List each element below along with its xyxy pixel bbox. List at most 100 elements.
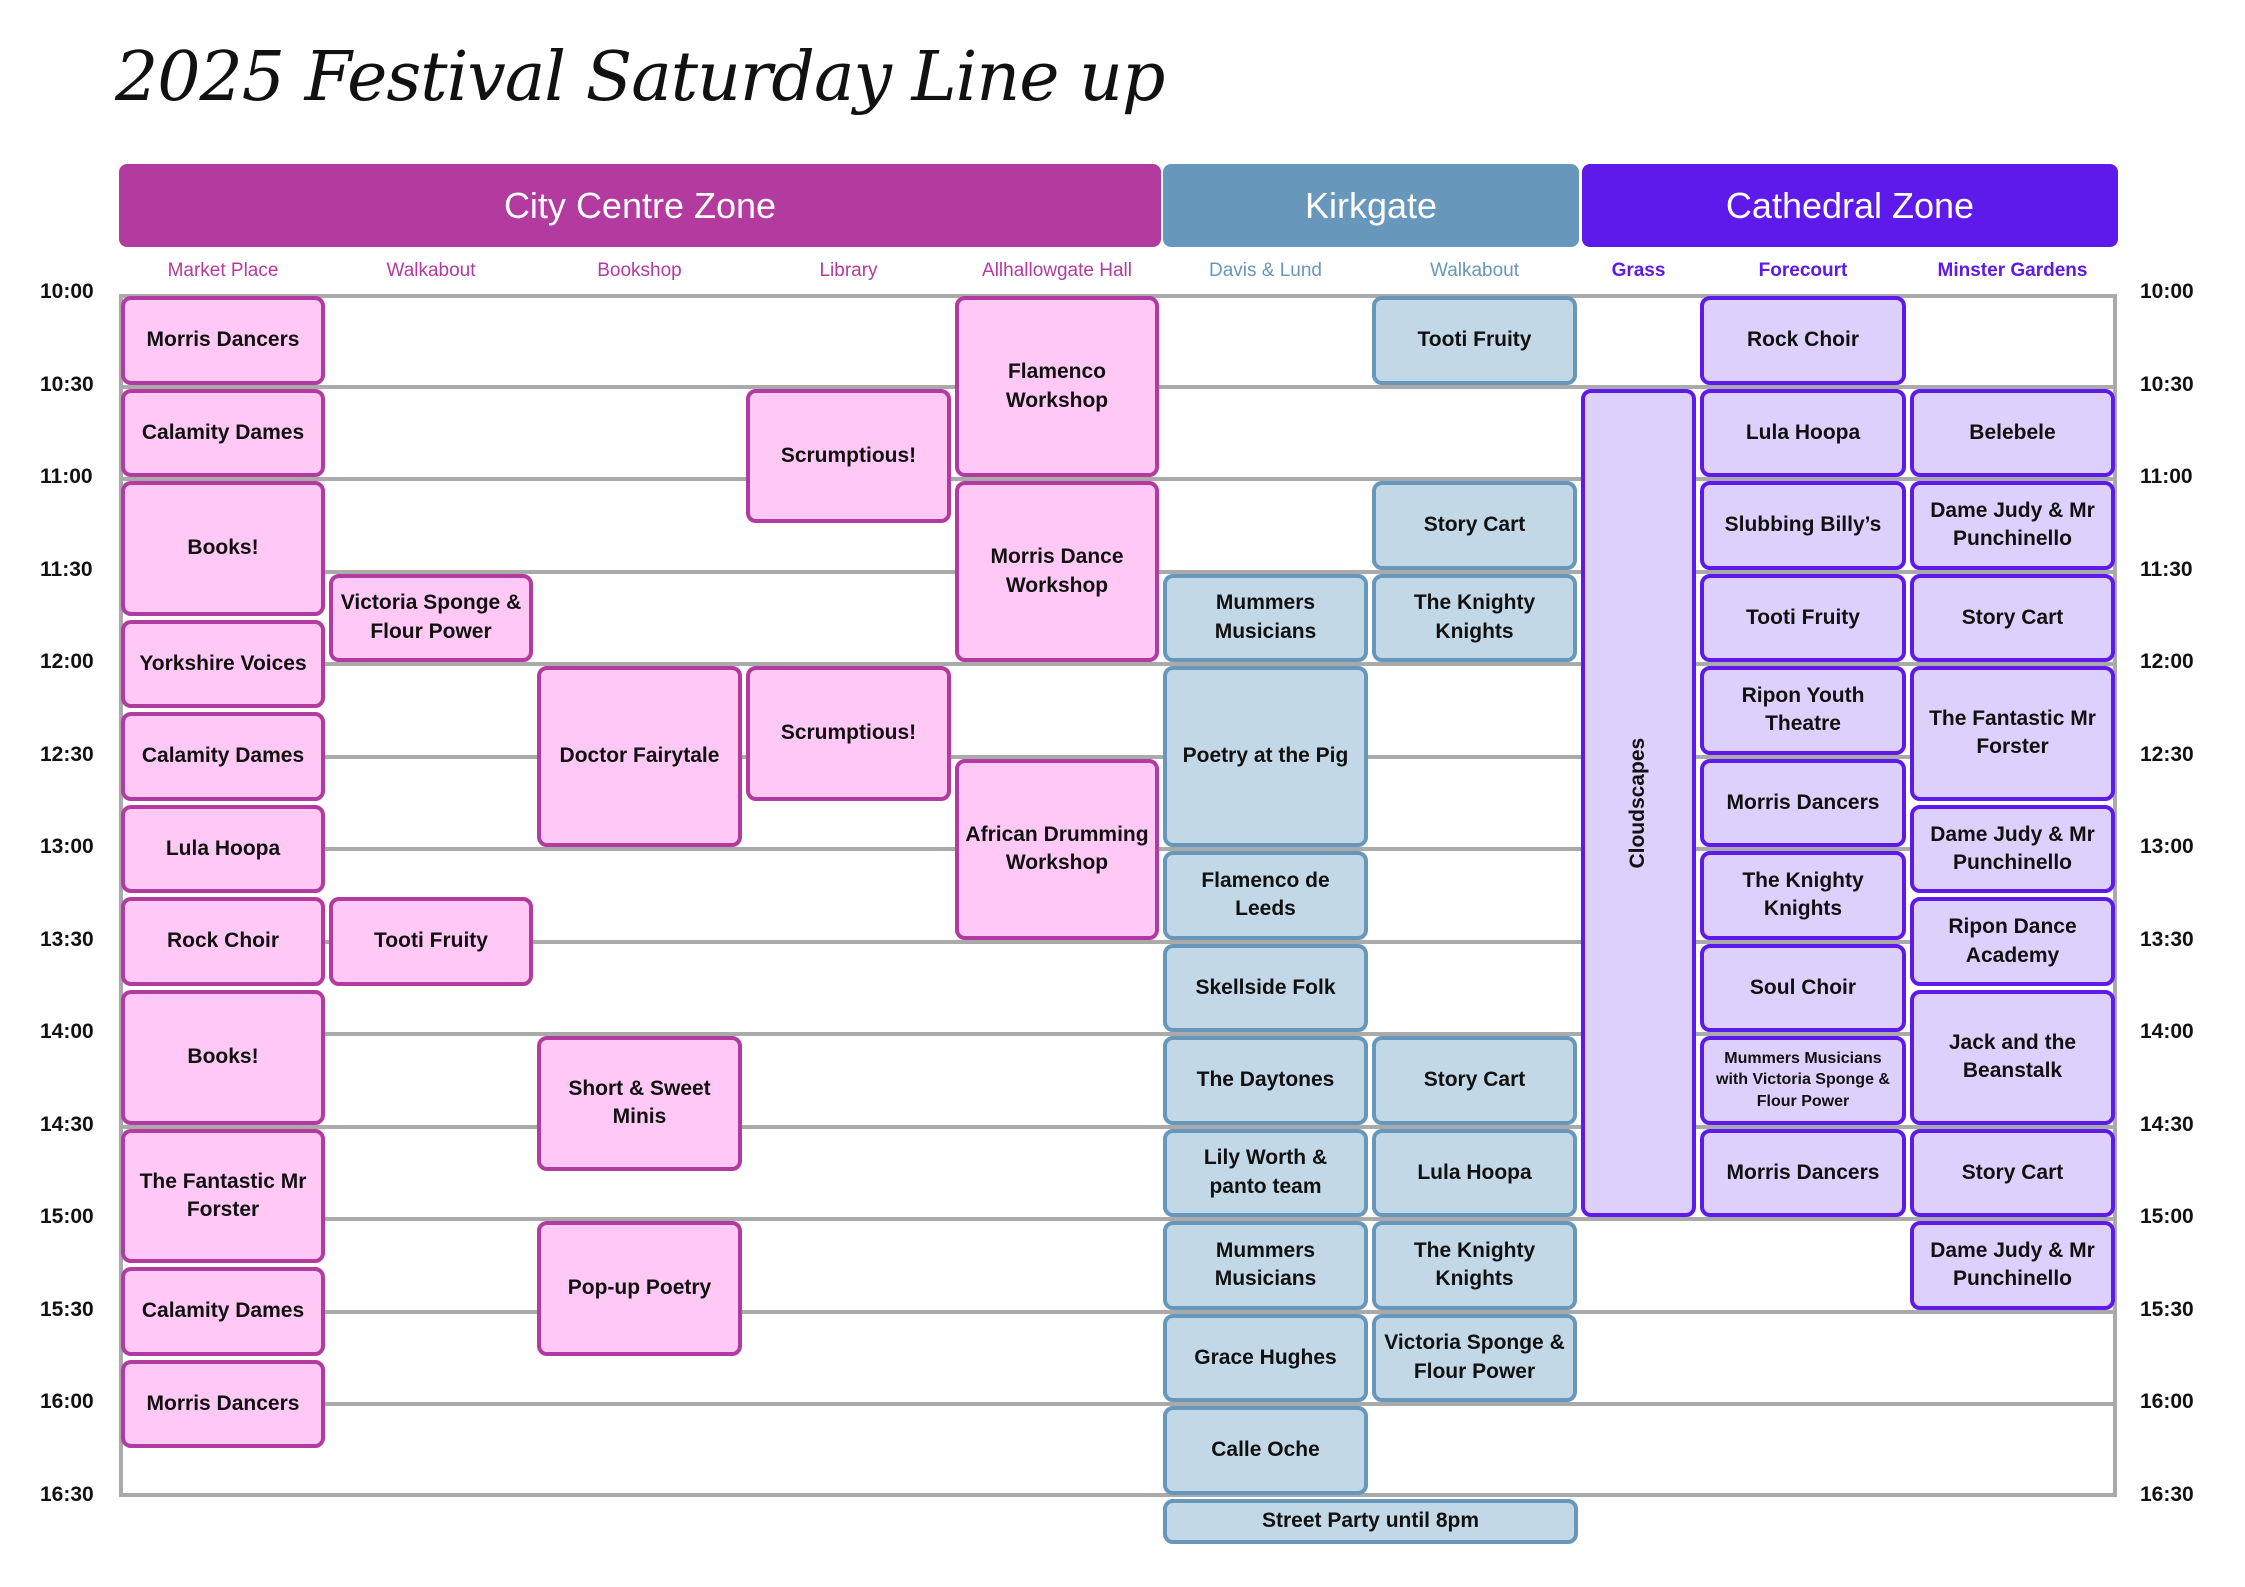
time-label-right: 11:30 — [2140, 557, 2193, 581]
event-block[interactable]: Scrumptious! — [746, 388, 951, 524]
event-name: Story Cart — [1423, 513, 1526, 537]
zone-header-2: Cathedral Zone — [1582, 164, 2118, 247]
grid-line — [119, 1402, 2117, 1406]
event-name: Victoria Sponge & Flour Power — [340, 591, 522, 643]
event-block[interactable]: Pop-up Poetry — [537, 1221, 742, 1356]
time-label-left: 13:30 — [40, 927, 94, 951]
event-block[interactable]: Morris Dancers — [1700, 1128, 1906, 1217]
event-block[interactable]: Dame Judy & Mr Punchinello — [1910, 1221, 2115, 1310]
time-label-right: 10:00 — [2140, 280, 2194, 303]
time-label-left: 15:00 — [40, 1205, 94, 1228]
event-block[interactable]: Grace Hughes — [1163, 1313, 1368, 1402]
event-block[interactable]: The Daytones — [1163, 1036, 1368, 1125]
event-name: The Fantastic Mr Forster — [139, 1169, 307, 1221]
event-name: Yorkshire Voices — [139, 651, 307, 675]
venue-label: Bookshop — [597, 260, 682, 281]
event-block[interactable]: Calamity Dames — [121, 1267, 325, 1356]
event-block[interactable]: Morris Dancers — [121, 296, 325, 385]
event-block[interactable]: Skellside Folk — [1163, 943, 1368, 1032]
event-block[interactable]: Ripon Dance Academy — [1910, 897, 2115, 986]
event-block[interactable]: Doctor Fairytale — [537, 666, 742, 847]
event-block[interactable]: Mummers Musicians — [1163, 573, 1368, 662]
event-block[interactable]: Cloudscapes — [1581, 388, 1696, 1217]
event-name: Tooti Fruity — [1746, 605, 1860, 629]
time-label-right: 12:30 — [2140, 742, 2194, 766]
event-block[interactable]: Dame Judy & Mr Punchinello — [1910, 804, 2115, 894]
event-block[interactable]: Victoria Sponge & Flour Power — [329, 573, 533, 662]
grid-line — [119, 1032, 2117, 1036]
event-name: Poetry at the Pig — [1182, 744, 1349, 768]
event-name: Rock Choir — [166, 929, 279, 953]
event-block[interactable]: The Fantastic Mr Forster — [121, 1128, 325, 1264]
event-block[interactable]: Mummers Musicians with Victoria Sponge &… — [1700, 1036, 1906, 1125]
event-name: Lily Worth & panto team — [1203, 1146, 1328, 1198]
grid-line — [119, 477, 2117, 481]
event-block[interactable]: Yorkshire Voices — [121, 619, 325, 709]
event-block[interactable]: Story Cart — [1372, 481, 1577, 570]
event-name: Grace Hughes — [1194, 1345, 1337, 1369]
event-name: Books! — [187, 536, 259, 560]
event-block[interactable]: Books! — [121, 481, 325, 616]
venue-label: Market Place — [167, 260, 279, 281]
venue-label: Walkabout — [386, 260, 476, 281]
grid-line — [119, 1309, 2117, 1314]
event-block[interactable]: Scrumptious! — [746, 666, 951, 801]
event-block[interactable]: Poetry at the Pig — [1163, 666, 1368, 847]
event-block[interactable]: Jack and the Beanstalk — [1910, 989, 2115, 1125]
event-block[interactable]: Story Cart — [1910, 573, 2115, 662]
event-block[interactable]: The Knighty Knights — [1372, 1221, 1577, 1310]
event-block[interactable]: Mummers Musicians — [1163, 1221, 1368, 1310]
event-block[interactable]: Dame Judy & Mr Punchinello — [1910, 481, 2115, 570]
event-block[interactable]: The Knighty Knights — [1372, 573, 1577, 662]
time-label-left: 12:00 — [40, 650, 94, 673]
time-label-right: 14:00 — [2140, 1020, 2194, 1043]
event-name: The Knighty Knights — [1413, 1238, 1536, 1291]
event-block[interactable]: The Fantastic Mr Forster — [1910, 666, 2115, 801]
event-name: Flamenco Workshop — [1005, 360, 1109, 412]
event-name: African Drumming Workshop — [965, 822, 1149, 874]
time-label-right: 13:00 — [2140, 835, 2194, 858]
event-block[interactable]: Story Cart — [1372, 1036, 1577, 1125]
event-block[interactable]: Ripon Youth Theatre — [1700, 666, 1906, 755]
event-block[interactable]: Victoria Sponge & Flour Power — [1372, 1313, 1577, 1402]
event-block[interactable]: Lula Hoopa — [121, 804, 325, 894]
event-name: Victoria Sponge & Flour Power — [1384, 1331, 1565, 1383]
zone-header-0: City Centre Zone — [119, 164, 1161, 247]
event-block[interactable]: Slubbing Billy’s — [1700, 481, 1906, 570]
event-name: Calamity Dames — [141, 1299, 305, 1323]
event-block[interactable]: Tooti Fruity — [329, 897, 533, 986]
event-block[interactable]: Morris Dance Workshop — [955, 481, 1159, 662]
event-block[interactable]: Calle Oche — [1163, 1406, 1368, 1495]
event-block[interactable]: Flamenco Workshop — [955, 296, 1159, 477]
street-party-block[interactable]: Street Party until 8pm — [1163, 1499, 1578, 1544]
event-block[interactable]: Short & Sweet Minis — [537, 1036, 742, 1171]
event-name: Books! — [187, 1044, 259, 1068]
event-name: The Knighty Knights — [1742, 868, 1864, 921]
event-block[interactable]: Soul Choir — [1700, 943, 1906, 1032]
time-label-left: 10:00 — [40, 280, 94, 303]
event-block[interactable]: Tooti Fruity — [1700, 573, 1906, 662]
event-name: Soul Choir — [1749, 975, 1857, 999]
event-name: Flamenco de Leeds — [1201, 868, 1330, 921]
event-block[interactable]: Tooti Fruity — [1372, 296, 1577, 385]
event-block[interactable]: Calamity Dames — [121, 388, 325, 477]
event-block[interactable]: Books! — [121, 989, 325, 1125]
event-block[interactable]: Lily Worth & panto team — [1163, 1128, 1368, 1217]
event-block[interactable]: Calamity Dames — [121, 712, 325, 801]
event-block[interactable]: African Drumming Workshop — [955, 758, 1159, 940]
event-block[interactable]: Belebele — [1910, 388, 2115, 477]
event-name: Lula Hoopa — [1417, 1160, 1532, 1184]
event-block[interactable]: Morris Dancers — [1700, 758, 1906, 847]
event-block[interactable]: Lula Hoopa — [1372, 1128, 1577, 1217]
event-block[interactable]: Flamenco de Leeds — [1163, 851, 1368, 940]
event-block[interactable]: Lula Hoopa — [1700, 388, 1906, 477]
event-block[interactable]: Story Cart — [1910, 1128, 2115, 1217]
event-name: Morris Dancers — [1726, 1160, 1880, 1184]
event-block[interactable]: Rock Choir — [1700, 296, 1906, 385]
event-block[interactable]: The Knighty Knights — [1700, 851, 1906, 940]
time-label-left: 15:30 — [40, 1297, 94, 1321]
time-label-left: 12:30 — [40, 742, 94, 766]
event-name: Belebele — [1969, 420, 2056, 444]
event-block[interactable]: Morris Dancers — [121, 1359, 325, 1449]
event-block[interactable]: Rock Choir — [121, 897, 325, 986]
